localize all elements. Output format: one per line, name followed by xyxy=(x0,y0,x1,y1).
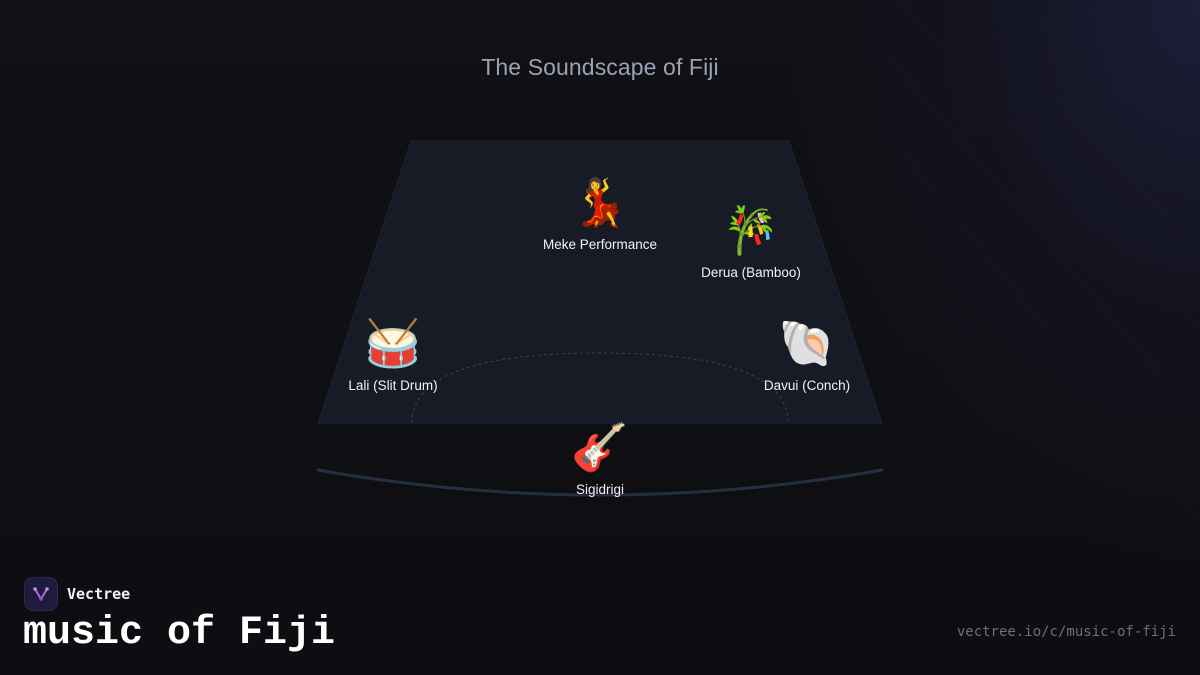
headline: music of Fiji xyxy=(23,611,336,656)
vectree-logo-icon xyxy=(24,577,58,611)
brand-name: Vectree xyxy=(67,585,131,603)
instrument-label: Meke Performance xyxy=(542,237,658,252)
guitar-icon: 🎸 xyxy=(571,421,629,473)
conch-shell-icon: 🐚 xyxy=(778,317,836,369)
bamboo-icon: 🎋 xyxy=(722,204,780,256)
dancer-icon: 💃 xyxy=(571,176,629,228)
page-title: The Soundscape of Fiji xyxy=(481,54,719,80)
instrument-lali-slit-drum[interactable]: 🥁 Lali (Slit Drum) xyxy=(313,316,473,393)
stage-front-arc xyxy=(316,468,884,497)
instrument-label: Sigidrigi xyxy=(575,482,625,497)
instrument-sigidrigi[interactable]: 🎸 Sigidrigi xyxy=(520,420,680,497)
source-url[interactable]: vectree.io/c/music-of-fiji xyxy=(956,624,1176,640)
instrument-label: Derua (Bamboo) xyxy=(701,265,801,280)
brand[interactable]: Vectree xyxy=(24,577,130,611)
instrument-label: Lali (Slit Drum) xyxy=(348,378,438,393)
drum-icon: 🥁 xyxy=(364,317,422,369)
stage-inner-arc xyxy=(411,352,789,424)
instrument-davui-conch[interactable]: 🐚 Davui (Conch) xyxy=(727,316,887,393)
instrument-meke-performance[interactable]: 💃 Meke Performance xyxy=(520,175,680,252)
instrument-label: Davui (Conch) xyxy=(763,378,851,393)
stage-floor xyxy=(317,140,883,424)
instrument-derua-bamboo[interactable]: 🎋 Derua (Bamboo) xyxy=(671,203,831,280)
